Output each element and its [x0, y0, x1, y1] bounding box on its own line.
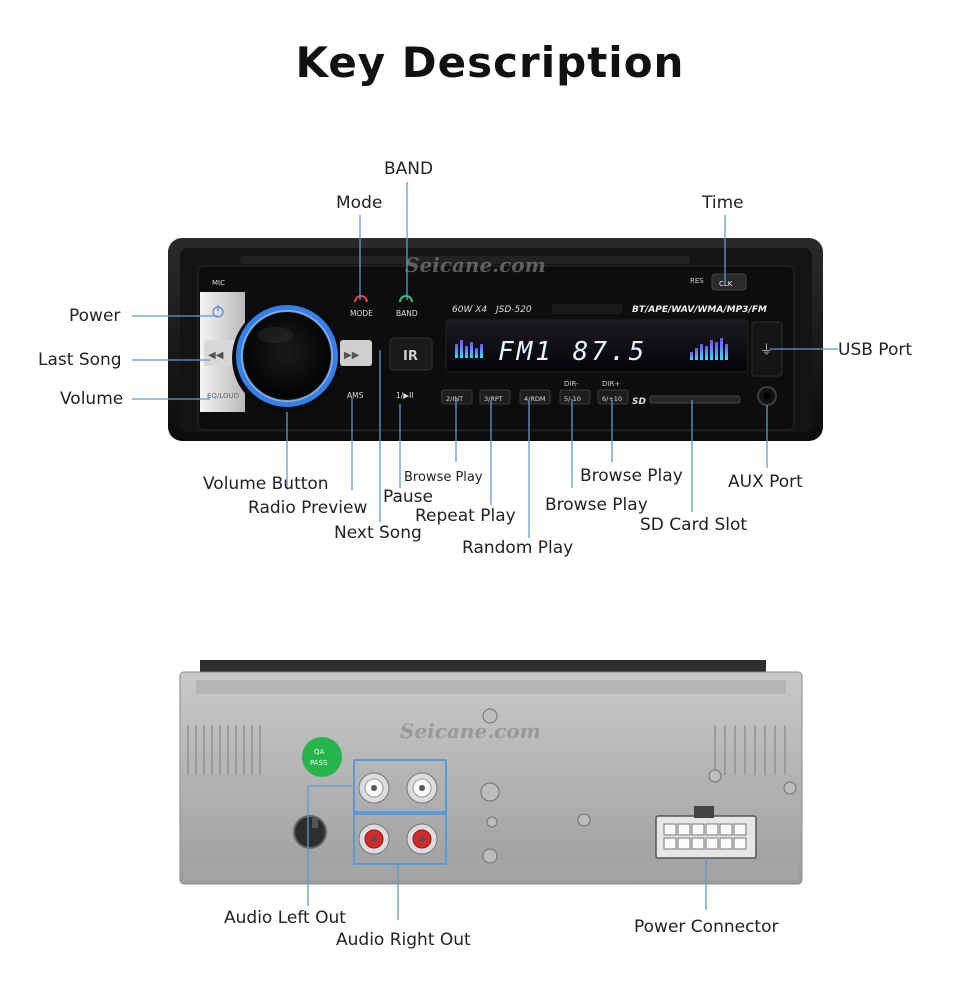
mode-icon [354, 295, 368, 303]
label-pause: Pause [383, 487, 433, 507]
rca-red-right[interactable] [406, 823, 438, 855]
rca-white-right[interactable] [406, 772, 438, 804]
sd-card-slot[interactable] [649, 395, 741, 404]
rca-right-box [353, 813, 447, 865]
pass-text: PASS [310, 759, 328, 767]
label-sd-card-slot: SD Card Slot [640, 515, 748, 535]
volume-button[interactable] [245, 314, 329, 398]
front-watermark: Seicane.com [405, 253, 546, 277]
front-panel: Seicane.com MIC ◀◀ EQ/LOUD ▶▶ IR MODE BA… [168, 238, 823, 441]
next-icon: ▶▶ [344, 350, 360, 361]
label-audio-left-out: Audio Left Out [224, 908, 346, 928]
power-connector[interactable] [655, 815, 757, 859]
label-random-play: Random Play [462, 538, 574, 558]
band-button[interactable]: BAND [396, 309, 418, 318]
label-band: BAND [384, 159, 434, 179]
eq-bars-left [455, 340, 483, 358]
page-title: Key Description [295, 38, 685, 87]
spec-power: 60W X4 [452, 305, 487, 315]
label-browse-play-1: Browse Play [580, 466, 683, 486]
label-last-song: Last Song [38, 350, 122, 370]
formats-label: BT/APE/WAV/WMA/MP3/FM [632, 305, 767, 315]
rca-white-left[interactable] [358, 772, 390, 804]
label-usb-port: USB Port [838, 340, 913, 360]
label-power-connector: Power Connector [634, 917, 779, 937]
label-radio-preview: Radio Preview [248, 498, 368, 518]
mic-label: MIC [212, 279, 225, 287]
knob-ring [236, 305, 338, 407]
back-housing [179, 671, 803, 885]
usb-icon: ⏚ [760, 343, 773, 358]
dir-plus-label: DIR+ [602, 380, 620, 388]
clk-button[interactable]: CLK [719, 280, 733, 288]
preset-1-button[interactable]: 1/▶II [396, 391, 414, 400]
last-song-button[interactable] [204, 340, 238, 366]
ir-sensor: IR [403, 349, 418, 364]
power-connector-pins [663, 823, 747, 850]
preset-3-button[interactable]: 3/RPT [484, 395, 503, 403]
prev-icon: ◀◀ [208, 350, 224, 361]
top-slot [240, 256, 690, 264]
vent-slots [187, 725, 786, 775]
back-top-edge [200, 660, 766, 674]
label-power: Power [69, 306, 121, 326]
spec-model: JSD-520 [494, 305, 532, 315]
eq-bars-right [690, 338, 728, 360]
callout-lines [132, 182, 838, 920]
rca-red-left[interactable] [358, 823, 390, 855]
lcd-display [445, 319, 749, 373]
label-volume: Volume [60, 389, 124, 409]
label-next-song: Next Song [334, 523, 422, 543]
label-audio-right-out: Audio Right Out [336, 930, 471, 950]
back-panel: Seicane.com QA PASS [179, 660, 803, 885]
screws [480, 708, 797, 864]
label-browse-play-small: Browse Play [404, 470, 483, 485]
mode-button[interactable]: MODE [350, 309, 373, 318]
res-button[interactable]: RES [690, 277, 704, 285]
display-readout: FM1 87.5 [498, 337, 647, 367]
preset-5-button[interactable]: 5/-10 [564, 395, 581, 403]
eq-loud-label[interactable]: EQ/LOUD [207, 392, 239, 400]
sd-logo: SD [632, 397, 646, 407]
label-browse-play-2: Browse Play [545, 495, 648, 515]
band-icon [399, 295, 413, 303]
preset-6-button[interactable]: 6/+10 [602, 395, 622, 403]
dir-minus-label: DIR- [564, 380, 579, 388]
preset-4-button[interactable]: 4/RDM [524, 395, 545, 403]
back-watermark: Seicane.com [400, 719, 541, 743]
ams-button[interactable]: AMS [347, 391, 364, 400]
preset-2-button[interactable]: 2/INT [446, 395, 463, 403]
antenna-socket[interactable] [293, 815, 327, 849]
label-repeat-play: Repeat Play [415, 506, 516, 526]
label-time: Time [702, 193, 744, 213]
label-volume-button: Volume Button [203, 474, 329, 494]
next-song-button[interactable] [340, 340, 372, 366]
label-mode: Mode [336, 193, 383, 213]
label-aux-port: AUX Port [728, 472, 803, 492]
qa-sticker [302, 737, 342, 777]
qa-text: QA [314, 748, 325, 756]
